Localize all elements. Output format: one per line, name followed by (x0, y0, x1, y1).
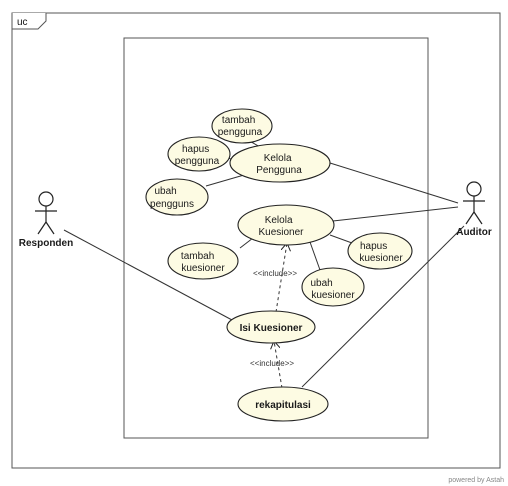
footer-watermark: powered by Astah (448, 477, 504, 484)
uc-frame-tab (11, 13, 47, 30)
usecase-hapus-kuesioner (347, 232, 413, 270)
usecase-tambah-kuesioner-label: tambah kuesioner (181, 251, 225, 274)
usecase-isi-kuesioner (226, 310, 316, 344)
actor-responden-leg-left (37, 221, 47, 235)
assoc-responden-isi-kuesioner (63, 229, 233, 321)
usecase-isi-kuesioner-label: Isi Kuesioner (240, 323, 303, 334)
usecase-hapus-pengguna (167, 136, 231, 172)
assoc-ubah-kelola-pengguna (205, 174, 245, 187)
actor-responden-head (38, 191, 54, 207)
usecase-hapus-pengguna-label: hapus pengguna (175, 144, 220, 167)
usecase-tambah-pengguna-label: tambah pengguna (218, 115, 263, 138)
assoc-auditor-kelola-pengguna (329, 162, 459, 204)
assoc-ubah-kelola-kuesioner (309, 241, 321, 271)
uc-frame-label: uc (17, 17, 28, 28)
include-label-2: <<include>> (250, 359, 294, 368)
usecase-hapus-kuesioner-label: hapus kuesioner (359, 241, 403, 264)
actor-responden-label: Responden (19, 238, 73, 249)
include-label-1: <<include>> (253, 269, 297, 278)
usecase-kelola-pengguna (229, 143, 331, 183)
usecase-kelola-kuesioner-label: Kelola Kuesioner (258, 215, 304, 238)
associations (63, 137, 465, 388)
actor-auditor-leg-right (473, 211, 483, 225)
uc-frame (11, 12, 501, 469)
usecase-tambah-pengguna (211, 108, 273, 144)
usecase-tambah-kuesioner (167, 242, 239, 280)
assoc-hapus-kelola-kuesioner (329, 234, 353, 244)
assoc-tambah-kelola-kuesioner (239, 237, 254, 249)
usecase-rekapitulasi (237, 386, 329, 422)
actor-auditor (463, 181, 485, 225)
assoc-auditor-kelola-kuesioner (332, 206, 459, 222)
actor-responden-leg-right (45, 221, 55, 235)
usecase-ubah-pengguna (145, 178, 209, 216)
actor-auditor-label: Auditor (456, 227, 492, 238)
use-case-ellipses (145, 108, 413, 422)
usecase-ubah-kuesioner (301, 267, 365, 307)
usecase-ubah-kuesioner-label: ubah kuesioner (310, 278, 355, 301)
actor-auditor-leg-left (465, 211, 475, 225)
usecase-kelola-kuesioner (237, 204, 335, 246)
assoc-auditor-rekapitulasi (301, 225, 465, 388)
actor-responden (35, 191, 57, 235)
include-dependencies (274, 243, 287, 389)
usecase-rekapitulasi-label: rekapitulasi (255, 400, 311, 411)
actor-auditor-head (466, 181, 482, 197)
usecase-ubah-pengguna-label: ubah pengguns (150, 186, 194, 210)
include-rekap-to-isi (274, 341, 283, 389)
usecase-kelola-pengguna-label: Kelola Pengguna (256, 153, 302, 176)
